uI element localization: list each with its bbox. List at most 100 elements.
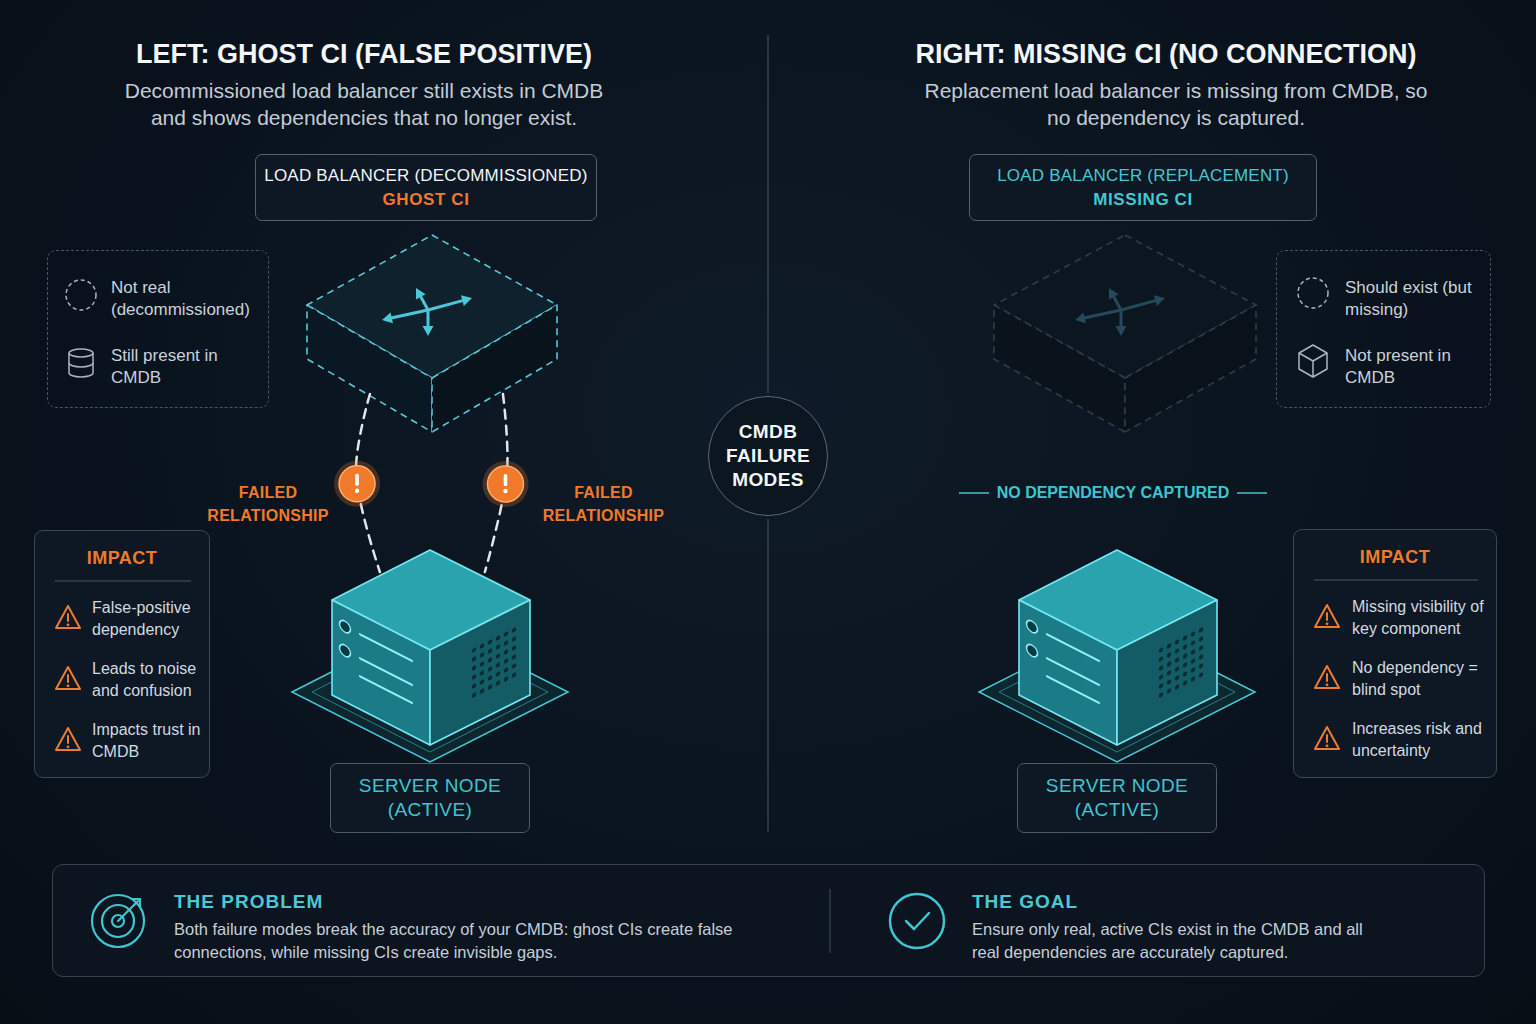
warning-icon [1315,605,1339,627]
vent-hole [1183,680,1187,687]
vent-hole [504,658,508,665]
vent-hole [504,676,508,683]
vent-hole [480,661,484,668]
warning-triangle [1315,727,1339,749]
vent-hole [1175,666,1179,673]
vent-hole [1191,649,1195,656]
divider-line [767,35,769,393]
divider-line [767,519,769,832]
impact-heading: IMPACT [35,547,209,569]
vent-hole [480,670,484,677]
vent-hole [1167,643,1171,650]
badge-glow [334,461,380,507]
warning-dot [1326,622,1329,625]
vent-hole [488,648,492,655]
arrow-head [1154,295,1165,306]
vent-hole [1159,656,1163,663]
dcircle-icon [1298,278,1328,308]
warning-icon [1315,727,1339,749]
component-name: LOAD BALANCER (REPLACEMENT) [997,164,1289,188]
vent-hole [1159,647,1163,654]
warning-dot [67,623,70,626]
warning-bar [1326,735,1328,742]
warning-icon [56,667,80,689]
vent-hole [1175,684,1179,691]
drive-slot [360,634,412,661]
target-arrow [118,899,140,921]
vent-hole [1183,662,1187,669]
arrow-stroke [1120,310,1123,328]
drive-slot [1047,676,1099,703]
warning-bar [1326,613,1328,620]
cube-face [307,305,432,432]
server-vent [1159,627,1203,699]
server-cube [292,550,568,762]
panel-subtitle: Replacement load balancer is missing fro… [921,77,1431,131]
note-text: Not real (decommissioned) [111,277,261,321]
vent-hole [512,663,516,670]
vent-hole [496,635,500,642]
badge-glow [482,461,528,507]
vent-hole [1199,663,1203,670]
vent-hole [504,667,508,674]
vent-hole [1183,671,1187,678]
vent-hole [1159,674,1163,681]
vent-hole [472,656,476,663]
panel-heading: LEFT: GHOST CI (FALSE POSITIVE) [64,37,664,71]
vent-hole [488,684,492,691]
vent-hole [472,674,476,681]
vent-hole [1175,657,1179,664]
vent-hole [1191,667,1195,674]
status-note: Should exist (but missing)Not present in… [1276,250,1491,408]
badge-text: CMDB FAILURE MODES [718,420,818,492]
vent-hole [1183,635,1187,642]
summary-heading: THE GOAL [972,891,1078,913]
warning-badge [334,461,380,507]
cube-face [430,600,530,745]
vent-hole [1199,636,1203,643]
warning-dot [1326,683,1329,686]
dashed-circle [66,280,96,310]
server-front [340,618,413,702]
vent-hole [488,675,492,682]
warning-bar [67,614,69,621]
drive-slot [1047,634,1099,661]
vent-hole [1175,639,1179,646]
summary-body: Ensure only real, active CIs exist in th… [972,918,1372,964]
vent-hole [1199,627,1203,634]
server-node: SERVER NODE (ACTIVE) [977,572,1257,833]
dcircle-icon [66,280,96,310]
vent-hole [504,631,508,638]
badge-dot [503,489,507,493]
vent-hole [472,683,476,690]
divider-line [1314,579,1478,580]
arrow-stroke [428,300,464,310]
vent-hole [1183,653,1187,660]
component-name: LOAD BALANCER (DECOMMISSIONED) [264,164,587,188]
target-ring [92,895,144,947]
label-box: SERVER NODE (ACTIVE) [330,763,530,833]
warning-bar [67,736,69,743]
vent-hole [504,640,508,647]
arrow-head [461,295,472,306]
server-vent [472,627,516,699]
arrow-head [423,326,434,336]
cube-face [1117,600,1217,745]
divider-line [55,580,191,581]
warning-triangle [1315,605,1339,627]
vent-hole [472,647,476,654]
warning-bar [67,675,69,682]
cube-face [994,305,1125,432]
check-ring [890,894,944,948]
impact-item: No dependency = blind spot [1352,657,1486,701]
badge-disc [339,466,375,502]
cube-outline [1299,345,1327,377]
rule-line [959,492,989,494]
vent-hole [1191,676,1195,683]
arrow-stroke [427,310,430,328]
arrow-head [382,313,393,324]
vent-hole [512,672,516,679]
status-led [340,642,351,659]
vent-hole [1191,640,1195,647]
